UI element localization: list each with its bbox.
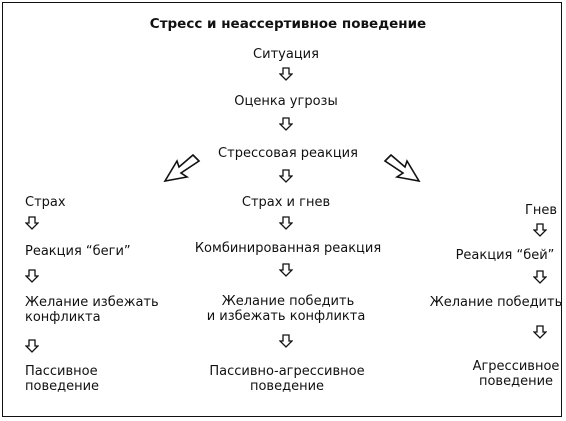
node-threat-assessment: Оценка угрозы [234,94,338,109]
node-passive-aggressive-line1: Пассивно-агрессивное [209,364,365,379]
node-desire-win: Желание победить [429,295,563,310]
hollow-diagonal-arrow-icon [161,153,203,185]
hollow-down-arrow-icon [25,269,39,283]
hollow-down-arrow-icon [279,67,293,81]
diagram-frame: Стресс и неассертивное поведение Ситуаци… [2,2,562,417]
node-passive-line1: Пассивное [25,364,98,379]
hollow-down-arrow-icon [533,223,547,237]
node-anger: Гнев [525,203,558,218]
hollow-down-arrow-icon [279,334,293,348]
node-stress-reaction: Стрессовая реакция [218,146,358,161]
node-fear: Страх [25,195,66,210]
node-fight-reaction: Реакция “бей” [455,248,555,263]
diagram-title: Стресс и неассертивное поведение [149,16,427,32]
node-passive-line2: поведение [25,379,100,394]
hollow-diagonal-arrow-icon [381,153,423,185]
hollow-down-arrow-icon [533,270,547,284]
hollow-down-arrow-icon [279,263,293,277]
node-desire-win-avoid-line1: Желание победить [221,294,355,309]
node-aggressive-line2: поведение [478,374,554,389]
node-combined-reaction: Комбинированная реакция [194,241,382,256]
hollow-down-arrow-icon [25,216,39,230]
node-desire-avoid-line2: конфликта [25,310,101,325]
node-fear-and-anger: Страх и гнев [241,195,331,210]
node-desire-win-avoid-line2: и избежать конфликта [206,309,366,324]
hollow-down-arrow-icon [279,117,293,131]
hollow-down-arrow-icon [533,325,547,339]
hollow-down-arrow-icon [279,169,293,183]
hollow-down-arrow-icon [279,216,293,230]
hollow-down-arrow-icon [25,339,39,353]
node-aggressive-line1: Агрессивное [472,359,560,374]
node-situation: Ситуация [253,47,319,62]
node-passive-aggressive-line2: поведение [249,379,325,394]
node-flight-reaction: Реакция “беги” [25,244,131,259]
node-desire-avoid-line1: Желание избежать [25,295,159,310]
